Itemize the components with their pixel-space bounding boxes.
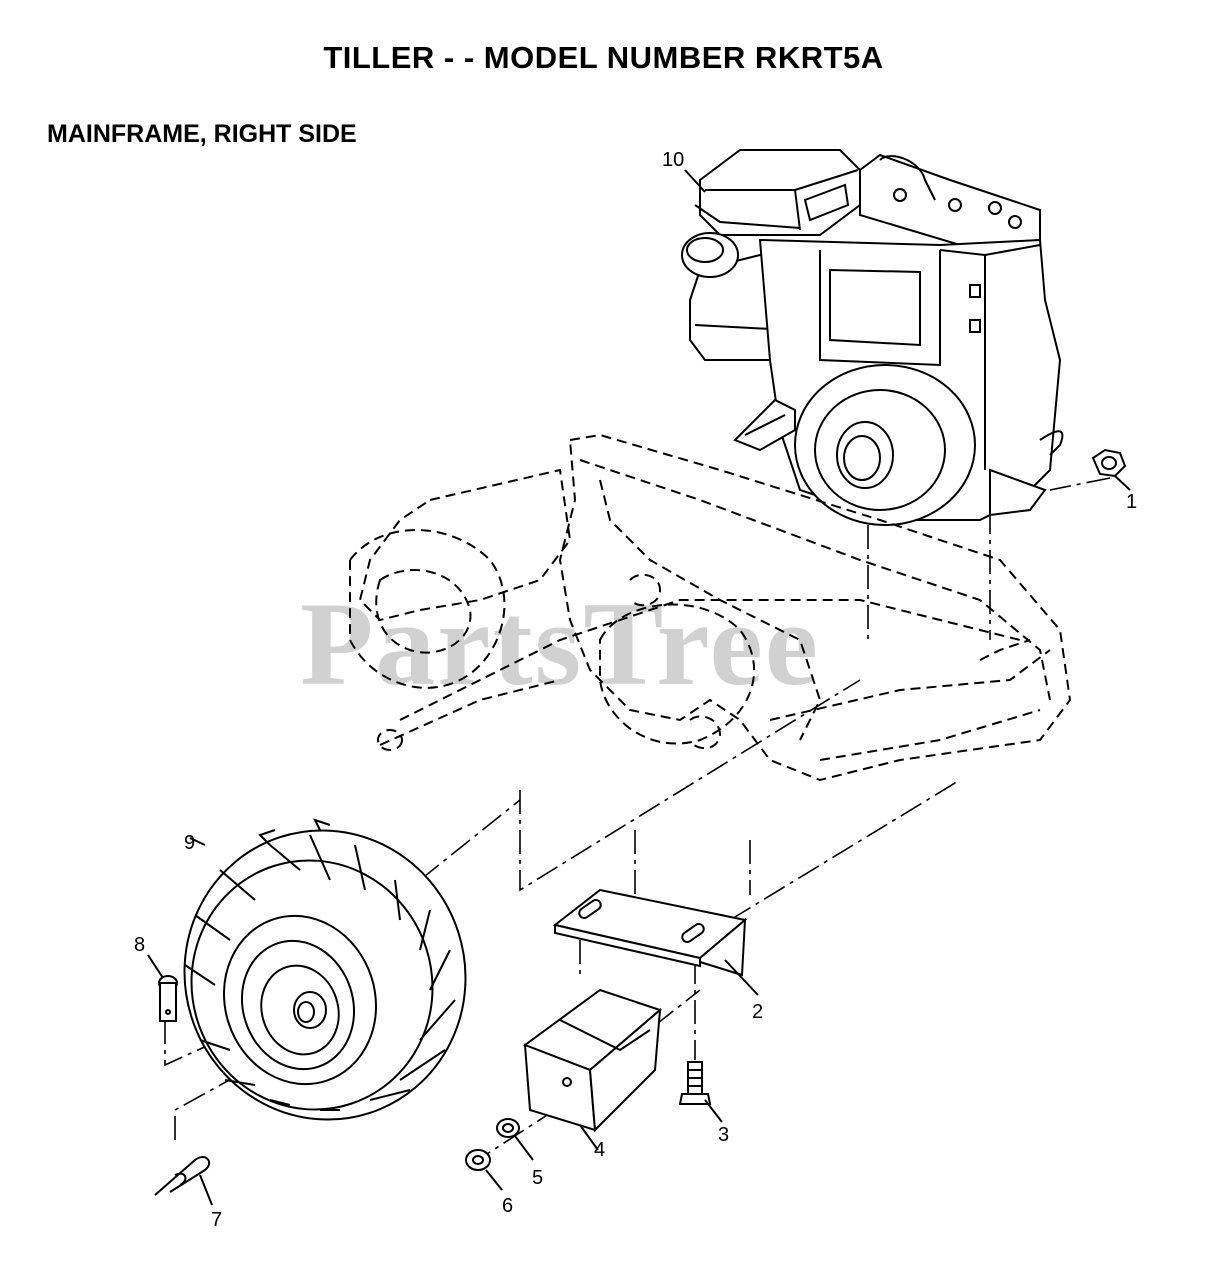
section-subtitle: MAINFRAME, RIGHT SIDE [47, 120, 357, 148]
mainframe-dashed-outline [349, 433, 1072, 782]
callout-4: 4 [594, 1139, 605, 1161]
callout-1: 1 [1126, 491, 1137, 513]
clevis-pin-part-8[interactable] [147, 954, 178, 1022]
callout-9: 9 [184, 832, 195, 854]
diagram-title: TILLER - - MODEL NUMBER RKRT5A [323, 40, 884, 75]
weight-part-4[interactable] [522, 988, 662, 1151]
lockwasher-part-5[interactable] [496, 1118, 534, 1161]
callout-7: 7 [211, 1209, 222, 1231]
callout-8: 8 [134, 934, 145, 956]
bracket-part-2[interactable] [552, 888, 759, 996]
bolt-part-3[interactable] [678, 1061, 723, 1123]
callout-10: 10 [662, 149, 684, 171]
watermark-text: PartsTree [300, 577, 820, 710]
wheel-part-9[interactable] [147, 794, 503, 1156]
assembly-centerlines [164, 477, 1111, 1166]
callout-5: 5 [532, 1167, 543, 1189]
washer-part-6[interactable] [465, 1149, 503, 1191]
callout-2: 2 [752, 1001, 763, 1023]
nut-part-1[interactable] [1091, 448, 1131, 491]
callout-3: 3 [718, 1124, 729, 1146]
callout-6: 6 [502, 1195, 513, 1217]
hairpin-part-7[interactable] [154, 1156, 213, 1206]
engine-part-10[interactable] [681, 149, 1064, 526]
